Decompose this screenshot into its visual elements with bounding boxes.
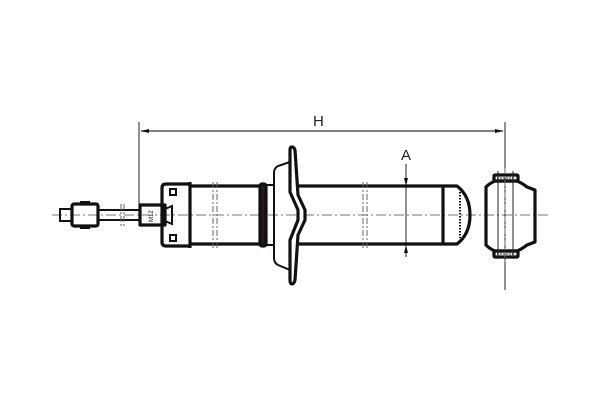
mount-slot-bottom	[169, 234, 177, 242]
nut-bottom-mark	[80, 226, 90, 229]
collar-ring	[258, 182, 268, 248]
dimension-label-h: H	[313, 113, 324, 130]
arrowhead-a-bottom	[404, 245, 408, 253]
spring-seat-inner	[273, 161, 291, 271]
thread-block	[138, 203, 167, 227]
arrowhead-a-top	[404, 178, 408, 186]
spring-seat	[273, 145, 307, 286]
bottom-eye	[484, 168, 537, 262]
bushing-bottom	[492, 249, 520, 259]
bushing-top	[492, 173, 520, 183]
main-tube	[298, 182, 472, 248]
upper-tube	[190, 182, 275, 248]
thread-marking: M12	[149, 210, 155, 222]
dimension-label-a: A	[401, 147, 411, 164]
rod-tip: M12	[59, 201, 173, 229]
nut-top-mark	[80, 201, 90, 204]
top-mount-body	[160, 182, 190, 248]
dimension-a: A	[401, 147, 411, 257]
arrowhead-right	[495, 129, 503, 133]
top-mount	[160, 182, 192, 248]
end-cap-dome	[445, 184, 472, 246]
arrowhead-left	[141, 129, 149, 133]
spring-seat-plate	[288, 145, 307, 286]
mount-neck	[164, 204, 173, 226]
bottom-eye-body	[484, 179, 537, 253]
dimension-h: H	[138, 113, 506, 290]
mount-slot-top	[169, 188, 177, 196]
